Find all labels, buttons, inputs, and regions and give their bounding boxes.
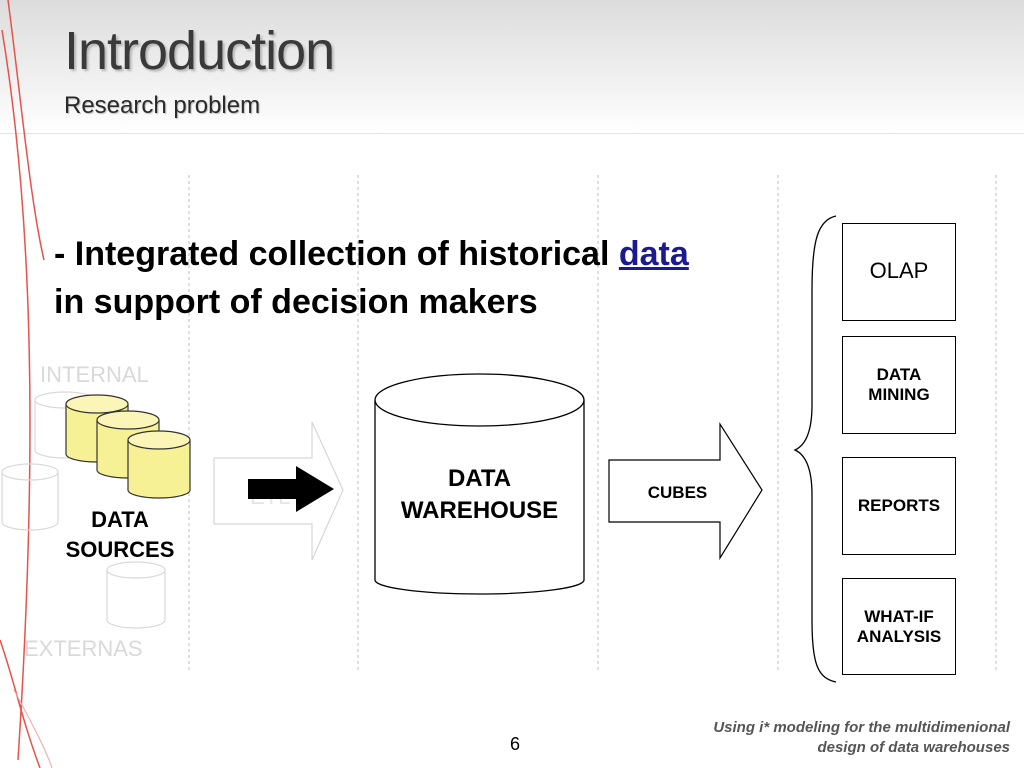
slide-title: Introduction <box>64 21 335 81</box>
footer-caption: Using i* modeling for the multidimeniona… <box>713 719 1010 756</box>
header-band <box>0 0 1024 134</box>
data-source-cylinders <box>65 394 191 499</box>
what-if-analysis-box: WHAT-IF ANALYSIS <box>842 578 956 675</box>
ghost-internal-label: INTERNAL <box>40 362 149 387</box>
page-number: 6 <box>510 734 521 754</box>
data-link[interactable]: data <box>618 235 689 273</box>
headline: - Integrated collection of historical da… <box>54 230 814 326</box>
data-mining-box: DATA MINING <box>842 336 956 434</box>
slide-subtitle: Research problem <box>64 92 261 119</box>
ghost-externas-label: EXTERNAS <box>24 636 143 661</box>
headline-prefix: - Integrated collection of historical <box>54 235 610 273</box>
ghost-etl-label: ETL <box>250 484 291 509</box>
data-sources-label: DATA SOURCES <box>65 507 175 562</box>
headline-suffix: in support of decision makers <box>54 283 538 321</box>
olap-box: OLAP <box>842 223 956 321</box>
data-warehouse-label: DATA WAREHOUSE <box>400 465 559 524</box>
reports-box: REPORTS <box>842 457 956 555</box>
cubes-label: CUBES <box>647 483 708 502</box>
